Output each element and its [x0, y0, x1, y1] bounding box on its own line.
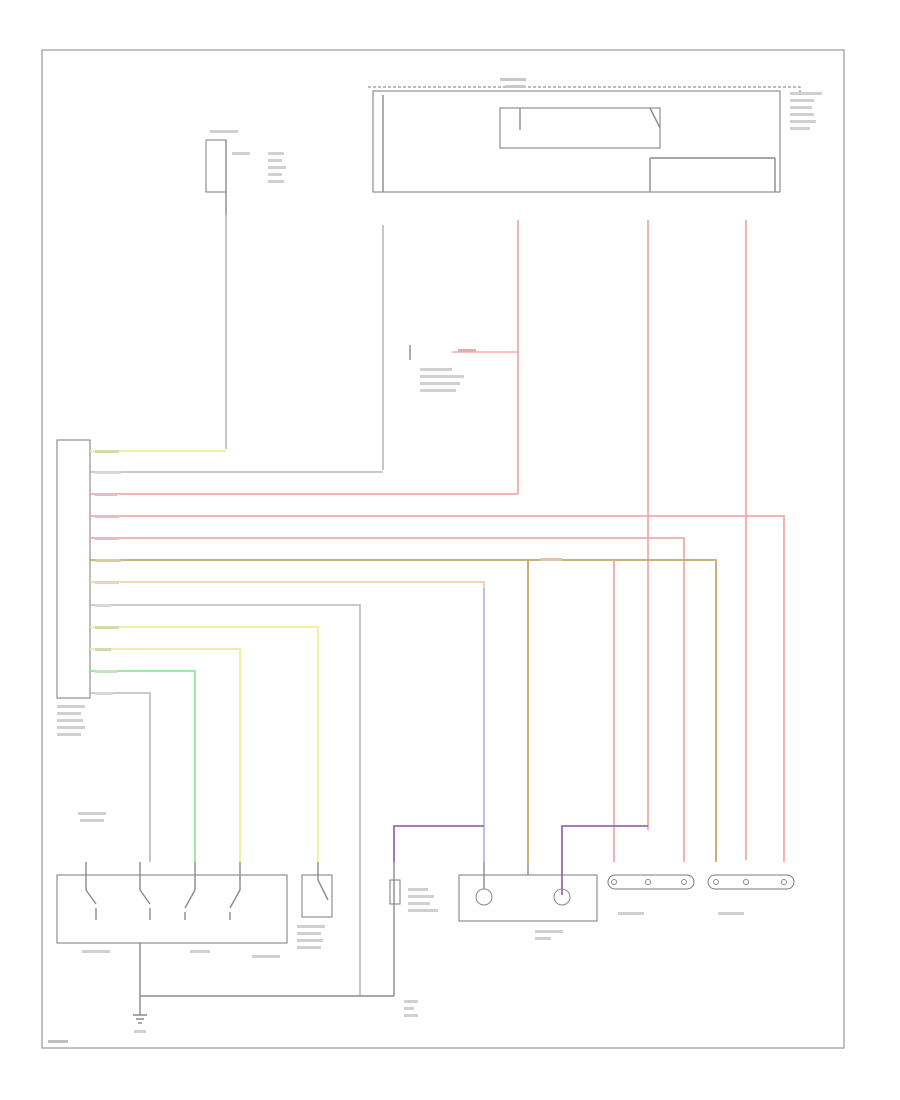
lamp-icon: [553, 888, 571, 906]
diagram-frame: [41, 49, 845, 1049]
connector-icon: [645, 879, 651, 885]
ground-icon: [133, 1014, 147, 1024]
connector-icon: [713, 879, 719, 885]
resistor-block: [389, 862, 401, 996]
lamp-unit: [458, 862, 598, 922]
small-switch: [301, 862, 333, 918]
connector-right: [707, 874, 795, 890]
fuse-block-left: [205, 139, 227, 215]
violet-jumpers: [393, 825, 648, 895]
connector-icon: [681, 879, 687, 885]
connector-icon: [611, 879, 617, 885]
control-module: [56, 439, 91, 699]
ground-bus: [133, 995, 394, 1024]
connector-icon: [781, 879, 787, 885]
switch-icon: [85, 889, 241, 909]
switch-assembly: [56, 862, 288, 996]
module-wires: [90, 450, 785, 996]
micro-labels: [48, 78, 822, 1043]
connector-icon: [743, 879, 749, 885]
connector-left: [607, 874, 695, 890]
fuse-relay-box: [368, 86, 801, 193]
lamp-icon: [475, 888, 493, 906]
